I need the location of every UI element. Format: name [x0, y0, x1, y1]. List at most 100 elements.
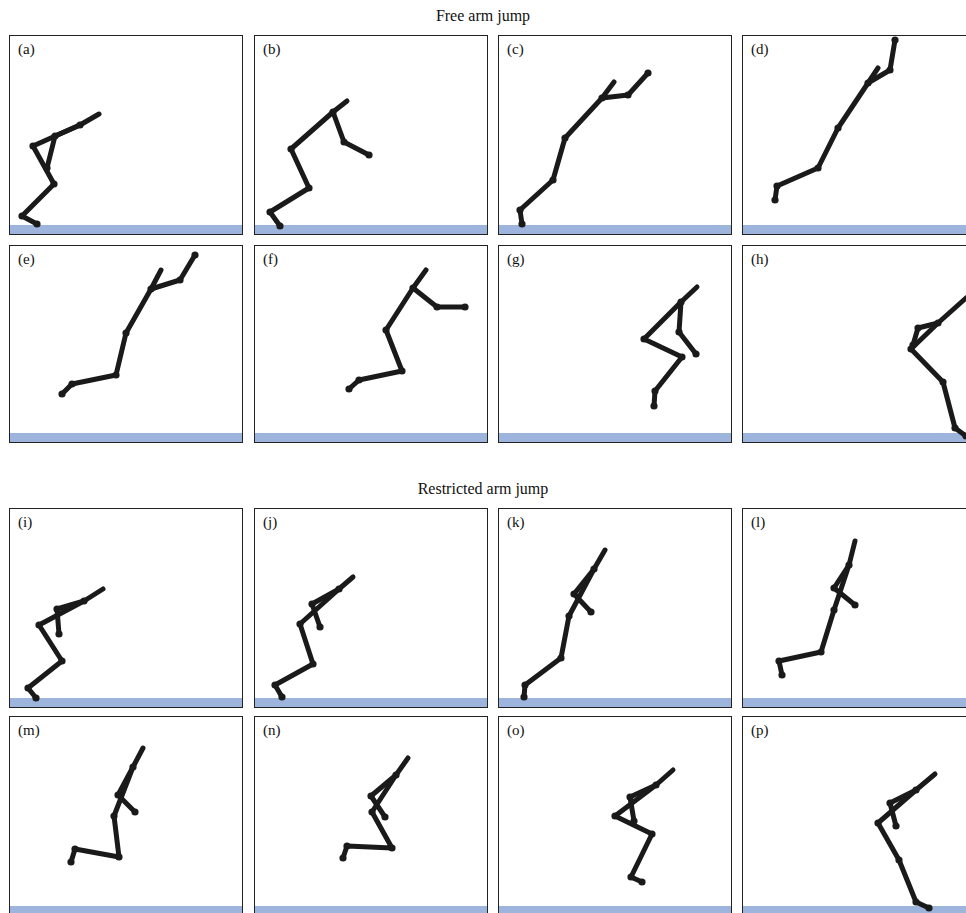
panel-letter: (c) [507, 41, 524, 58]
leg-trunk-segments [779, 541, 855, 675]
panel-letter: (o) [507, 722, 525, 739]
panel-letter: (g) [507, 251, 525, 268]
label-text: (d) [751, 41, 769, 57]
label-text: (a) [18, 41, 35, 57]
joint-dot [433, 303, 440, 310]
arm-segments [312, 589, 339, 627]
panel-letter: (a) [18, 41, 35, 58]
joint-dot [309, 660, 316, 667]
joint-dot [71, 845, 78, 852]
label-text: (p) [751, 722, 769, 738]
panel-frame [743, 246, 966, 443]
panel-letter: (j) [263, 514, 277, 531]
joint-dot [778, 671, 785, 678]
jump-panel [10, 509, 243, 708]
joint-dot [830, 606, 837, 613]
joint-dot [521, 681, 528, 688]
joint-dot [308, 600, 315, 607]
ground-strip [499, 433, 731, 442]
joint-dot [68, 380, 75, 387]
joint-dot [518, 220, 525, 227]
panel-frame [255, 246, 488, 443]
joint-dot [58, 390, 65, 397]
joint-dot [951, 424, 958, 431]
joint-dot [365, 151, 372, 158]
joint-dot [630, 817, 637, 824]
label-text: (f) [263, 251, 278, 267]
label-text: Free arm jump [436, 7, 530, 24]
arm-segments [118, 767, 135, 812]
joint-dot [775, 657, 782, 664]
section-heading: Restricted arm jump [0, 480, 966, 498]
joint-dot [692, 350, 699, 357]
joint-dot [925, 904, 932, 911]
joint-dot [914, 324, 921, 331]
panel-letter: (h) [751, 251, 769, 268]
panel-frame [10, 509, 243, 708]
panel-letter: (f) [263, 251, 278, 268]
panel-letter: (i) [18, 514, 32, 531]
joint-dot [891, 36, 898, 43]
leg-trunk-segments [62, 270, 161, 394]
joint-dot [587, 608, 594, 615]
jump-panel [499, 36, 732, 235]
label-text: (c) [507, 41, 524, 57]
ground-strip [499, 698, 731, 707]
joint-dot [570, 590, 577, 597]
joint-dot [147, 285, 154, 292]
panel-frame [10, 246, 243, 443]
joint-dot [834, 124, 841, 131]
joint-dot [329, 108, 336, 115]
joint-dot [590, 565, 597, 572]
ground-strip [499, 225, 731, 234]
joint-dot [830, 584, 837, 591]
joint-dot [962, 432, 966, 439]
panel-letter: (p) [751, 722, 769, 739]
ground-strip [10, 225, 242, 234]
panel-frame [10, 36, 243, 235]
joint-dot [296, 620, 303, 627]
joint-dot [18, 212, 25, 219]
ground-strip [255, 698, 487, 707]
ground-strip [255, 906, 487, 913]
joint-dot [874, 819, 881, 826]
joint-dot [43, 164, 50, 171]
joint-dot [33, 220, 40, 227]
joint-dot [651, 387, 658, 394]
label-text: (i) [18, 514, 32, 530]
arm-segments [602, 73, 648, 98]
joint-dot [80, 597, 87, 604]
ground-strip [743, 225, 966, 234]
joint-dot [381, 813, 388, 820]
joint-dot [278, 693, 285, 700]
ground-strip [743, 906, 966, 913]
jump-panel [255, 36, 488, 235]
panel-letter: (l) [751, 514, 765, 531]
joint-dot [176, 276, 183, 283]
joint-dot [565, 612, 572, 619]
joint-dot [340, 138, 347, 145]
joint-dot [648, 830, 655, 837]
panel-frame [10, 717, 243, 913]
joint-dot [339, 854, 346, 861]
joint-dot [549, 176, 556, 183]
leg-trunk-segments [775, 68, 878, 200]
joint-dot [67, 858, 74, 865]
label-text: (e) [18, 251, 35, 267]
joint-dot [895, 856, 902, 863]
joint-dot [266, 208, 273, 215]
joint-dot [392, 771, 399, 778]
leg-trunk-segments [520, 82, 614, 224]
arm-segments [913, 323, 938, 345]
joint-dot [864, 79, 871, 86]
leg-trunk-segments [71, 748, 143, 862]
label-text: (g) [507, 251, 525, 267]
joint-dot [851, 601, 858, 608]
jump-panel [10, 246, 243, 443]
joint-dot [845, 561, 852, 568]
joint-dot [909, 341, 916, 348]
joint-dot [355, 376, 362, 383]
joint-dot [652, 781, 659, 788]
arm-segments [890, 790, 916, 826]
